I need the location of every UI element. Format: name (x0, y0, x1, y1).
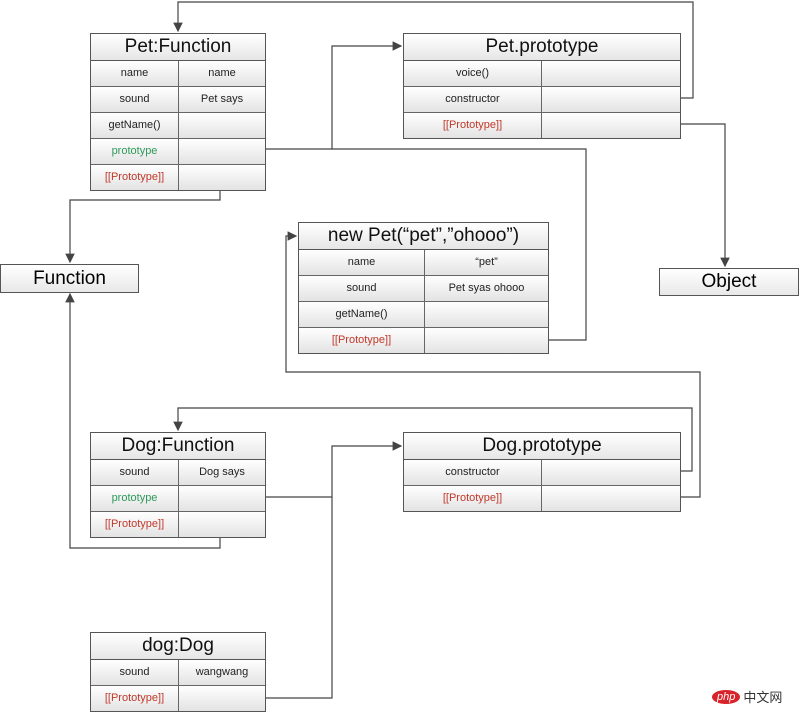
prop-value (542, 87, 680, 112)
prop-key: sound (91, 460, 179, 485)
prop-value: “pet” (425, 250, 548, 275)
prop-key: [[Prototype]] (404, 113, 542, 138)
prop-value (179, 486, 265, 511)
box-title: Dog:Function (91, 433, 265, 460)
prop-key: [[Prototype]] (404, 486, 542, 511)
prop-value (542, 113, 680, 138)
prop-value (542, 61, 680, 86)
watermark-logo: php 中文网 (712, 687, 782, 706)
box-title: dog:Dog (91, 633, 265, 660)
prop-value (179, 686, 265, 711)
prop-key: [[Prototype]] (91, 686, 179, 711)
prop-key: getName() (91, 113, 179, 138)
prop-key: sound (299, 276, 425, 301)
pet-function-proto-arrow (65, 188, 221, 264)
dog-function-proto-arrow (65, 292, 221, 549)
function-node: Function (0, 264, 139, 293)
watermark-text: 中文网 (743, 690, 783, 705)
prop-key: [[Prototype]] (91, 165, 179, 190)
newpet-proto-link (332, 148, 587, 341)
prop-value (425, 302, 548, 327)
dog-constructor-arrow (173, 407, 693, 472)
pet-constructor-arrow (173, 1, 694, 99)
prop-key: prototype (91, 486, 179, 511)
prop-key: getName() (299, 302, 425, 327)
prop-key: name (91, 61, 179, 86)
dog-instance-proto-link (265, 497, 333, 699)
prop-value (542, 486, 680, 511)
prop-key: sound (91, 87, 179, 112)
prop-key: constructor (404, 87, 542, 112)
dog-prototype-arrow (265, 441, 403, 498)
box-title: Pet.prototype (404, 34, 680, 61)
box-title: Dog.prototype (404, 433, 680, 460)
prop-key: constructor (404, 460, 542, 485)
prop-value: wangwang (179, 660, 265, 685)
prop-key: prototype (91, 139, 179, 164)
prop-key: [[Prototype]] (299, 328, 425, 353)
prop-value: name (179, 61, 265, 86)
prop-key: name (299, 250, 425, 275)
prop-value (179, 512, 265, 537)
prop-value (179, 165, 265, 190)
prop-value (179, 113, 265, 138)
pet-prototype-arrow (265, 41, 403, 150)
dog-prototype-box: Dog.prototype constructor [[Prototype]] (403, 432, 681, 512)
prop-key: voice() (404, 61, 542, 86)
watermark-badge: php (712, 689, 741, 704)
object-node: Object (659, 268, 799, 296)
prop-value: Pet syas ohooo (425, 276, 548, 301)
prop-value (179, 139, 265, 164)
box-title: Pet:Function (91, 34, 265, 61)
box-title: new Pet(“pet”,”ohooo”) (299, 223, 548, 250)
prop-value: Pet says (179, 87, 265, 112)
prop-key: [[Prototype]] (91, 512, 179, 537)
petproto-object-arrow (680, 123, 730, 268)
prop-value (425, 328, 548, 353)
prop-value: Dog says (179, 460, 265, 485)
dogproto-newpet-arrow (285, 231, 701, 498)
prop-value (542, 460, 680, 485)
prop-key: sound (91, 660, 179, 685)
pet-prototype-box: Pet.prototype voice() constructor [[Prot… (403, 33, 681, 139)
